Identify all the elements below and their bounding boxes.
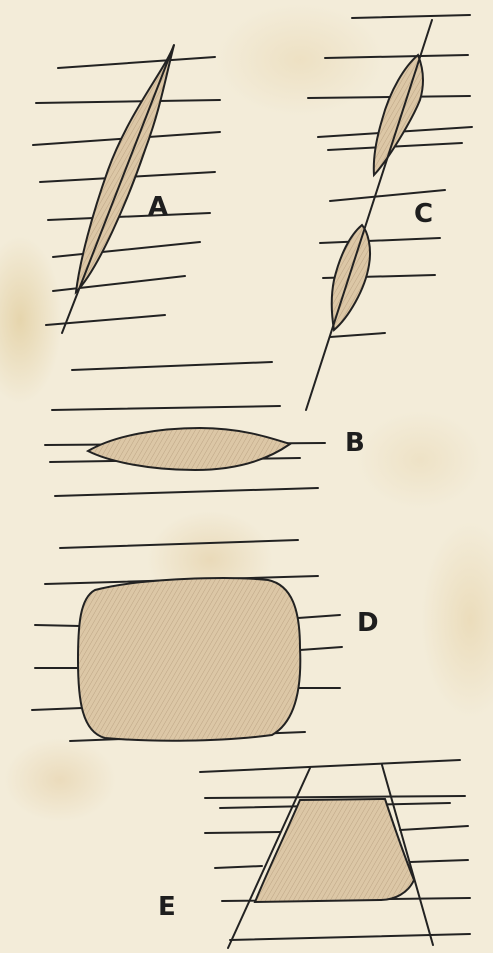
figure-d [32,576,342,741]
figure-b [45,362,325,548]
label-b: B [345,428,365,458]
label-e: E [158,892,176,922]
label-c: C [414,199,433,229]
figure-e [200,760,470,948]
label-a: A [148,192,168,222]
label-d: D [357,608,379,638]
figure-a [33,45,220,333]
figure-c [306,15,472,410]
